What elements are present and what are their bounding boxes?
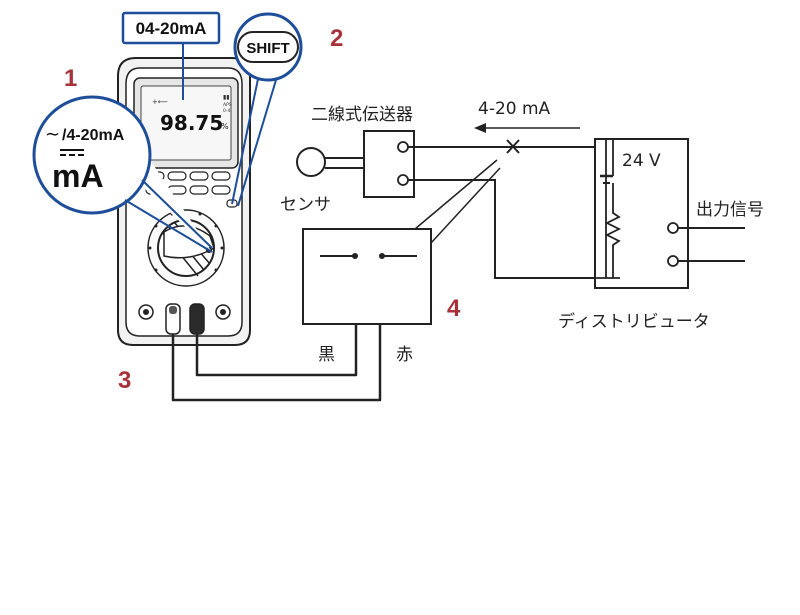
display-reading: 98.75 xyxy=(160,111,223,135)
display-range-indicator: 0-4 xyxy=(223,108,230,114)
input-jacks xyxy=(138,304,231,320)
rotary-dial[interactable] xyxy=(147,209,225,287)
callout-mode: 04-20mA xyxy=(121,11,221,100)
label-distributor: ディストリビュータ xyxy=(558,311,710,332)
display-hold-indicator: ▮▮ xyxy=(223,94,230,101)
display-aps-indicator: APS xyxy=(223,102,232,108)
measurement-break-box xyxy=(302,159,501,325)
black-lead-plug[interactable] xyxy=(165,303,181,335)
display-unit: % xyxy=(221,122,229,131)
label-transmitter: 二線式伝送器 xyxy=(311,105,413,125)
callout-dial: ∼ /4-20mA mA xyxy=(32,95,213,253)
two-wire-transmitter xyxy=(363,130,415,198)
distributor xyxy=(594,138,745,289)
ac-wave-icon: ∼ xyxy=(45,124,60,145)
display-bargraph-marker: +⟵ xyxy=(152,98,168,106)
step-number-1: 1 xyxy=(64,65,77,92)
label-sensor: センサ xyxy=(280,195,331,215)
callout-mode-label: 04-20mA xyxy=(136,19,207,38)
step-number-2: 2 xyxy=(330,25,343,52)
step-number-3: 3 xyxy=(118,367,131,394)
current-direction-arrow xyxy=(474,123,580,133)
label-black: 黒 xyxy=(318,345,335,365)
resistor-icon xyxy=(604,199,622,278)
loop-wiring xyxy=(408,146,595,279)
label-red: 赤 xyxy=(396,345,413,365)
red-lead-plug[interactable] xyxy=(189,303,205,335)
label-output-signal: 出力信号 xyxy=(696,200,764,220)
label-voltage: 24 V xyxy=(622,151,661,171)
multimeter: +⟵ ▮▮ APS 0-4 98.75 % xyxy=(117,57,251,346)
dial-label-unit: mA xyxy=(52,158,104,194)
dial-label-top: /4-20mA xyxy=(62,127,125,144)
sensor xyxy=(296,147,364,177)
step-number-4: 4 xyxy=(447,295,461,322)
break-point-x xyxy=(506,139,520,154)
shift-button-label: SHIFT xyxy=(246,40,289,57)
callout-shift: SHIFT xyxy=(231,12,303,207)
label-current: 4-20 mA xyxy=(478,99,551,119)
